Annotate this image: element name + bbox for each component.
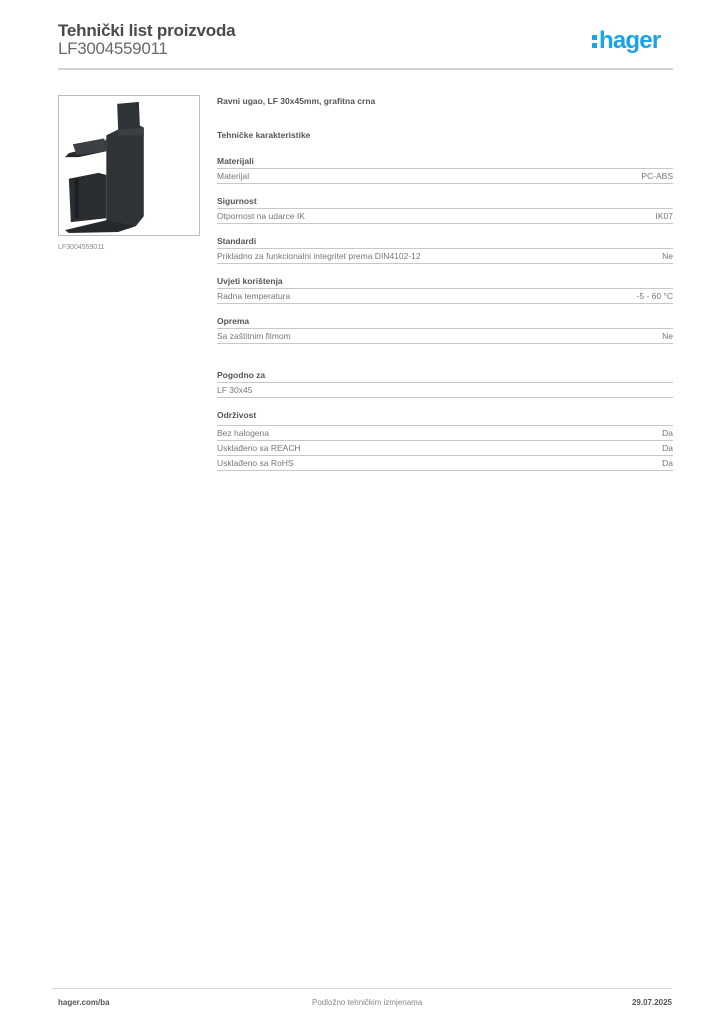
product-image	[58, 95, 200, 236]
spec-label: Usklađeno sa REACH	[217, 443, 301, 453]
group-title: Održivost	[217, 410, 673, 426]
spec-value: -5 - 60 °C	[636, 291, 673, 301]
spec-value: Da	[662, 458, 673, 468]
group-standards: Standardi Prikladno za funkcionalni inte…	[217, 236, 673, 264]
group-equipment: Oprema Sa zaštitnim filmom Ne	[217, 316, 673, 344]
spec-label: Radna temperatura	[217, 291, 291, 301]
group-title: Uvjeti korištenja	[217, 276, 673, 289]
image-caption: LF3004559011	[58, 244, 105, 251]
spec-row: LF 30x45	[217, 383, 673, 398]
group-title: Materijali	[217, 156, 673, 169]
spec-label: Sa zaštitnim filmom	[217, 331, 291, 341]
spec-row: Bez halogena Da	[217, 426, 673, 441]
spec-content: Ravni ugao, LF 30x45mm, grafitna crna Te…	[217, 96, 673, 483]
document-title: Tehnički list proizvoda	[58, 21, 236, 40]
spec-value: Ne	[662, 331, 673, 341]
spec-row: Radna temperatura -5 - 60 °C	[217, 289, 673, 304]
spec-row: Prikladno za funkcionalni integritet pre…	[217, 249, 673, 264]
logo-text: hager	[599, 27, 661, 54]
spec-label: LF 30x45	[217, 385, 253, 395]
spec-row: Materijal PC-ABS	[217, 169, 673, 184]
product-photo-icon	[64, 101, 144, 234]
logo-colon-icon	[592, 32, 597, 50]
spec-row: Sa zaštitnim filmom Ne	[217, 329, 673, 344]
footer-divider	[52, 988, 672, 989]
group-title: Standardi	[217, 236, 673, 249]
spec-label: Usklađeno sa RoHS	[217, 458, 294, 468]
product-code: LF3004559011	[58, 39, 168, 58]
spec-value: IK07	[655, 211, 674, 221]
spec-value: Da	[662, 428, 673, 438]
footer-notice: Podložno tehničkim izmjenama	[312, 998, 423, 1007]
spec-row: Usklađeno sa REACH Da	[217, 441, 673, 456]
section-title: Tehničke karakteristike	[217, 130, 311, 140]
spec-label: Prikladno za funkcionalni integritet pre…	[217, 251, 421, 261]
spec-value: Ne	[662, 251, 673, 261]
group-usage-conditions: Uvjeti korištenja Radna temperatura -5 - …	[217, 276, 673, 304]
hager-logo: hager	[592, 27, 661, 55]
spec-value: PC-ABS	[641, 171, 673, 181]
group-suitable-for: Pogodno za LF 30x45	[217, 370, 673, 398]
group-title: Pogodno za	[217, 370, 673, 383]
header-divider	[58, 68, 673, 70]
group-materials: Materijali Materijal PC-ABS	[217, 156, 673, 184]
spec-row: Usklađeno sa RoHS Da	[217, 456, 673, 471]
footer-website-link[interactable]: hager.com/ba	[58, 998, 110, 1007]
spec-row: Otpornost na udarce IK IK07	[217, 209, 673, 224]
spacer	[217, 356, 673, 370]
group-safety: Sigurnost Otpornost na udarce IK IK07	[217, 196, 673, 224]
product-description: Ravni ugao, LF 30x45mm, grafitna crna	[217, 96, 376, 106]
spec-label: Materijal	[217, 171, 250, 181]
group-title: Oprema	[217, 316, 673, 329]
group-title: Sigurnost	[217, 196, 673, 209]
spec-label: Bez halogena	[217, 428, 269, 438]
footer-date: 29.07.2025	[631, 998, 672, 1007]
spec-value: Da	[662, 443, 673, 453]
spec-label: Otpornost na udarce IK	[217, 211, 305, 221]
